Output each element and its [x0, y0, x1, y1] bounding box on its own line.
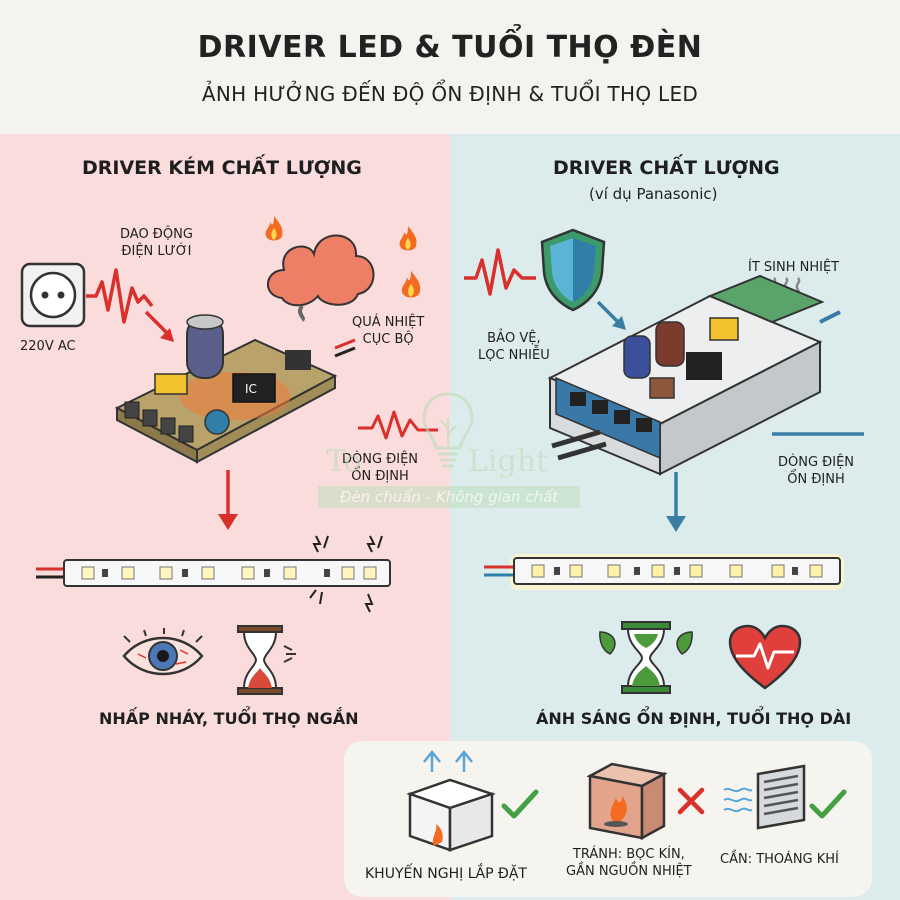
- unstable-current-label: DÒNG ĐIỆN ỔN ĐỊNH: [342, 452, 419, 484]
- quality-driver-heading: DRIVER CHẤT LƯỢNG: [553, 157, 780, 179]
- watermark-logo: To Light Đèn chuẩn - Không gian chất: [318, 388, 580, 516]
- quality-driver-box: [547, 274, 841, 476]
- overheat-label: QUÁ NHIỆT CỤC BỘ: [352, 315, 425, 347]
- vent-icon: [723, 764, 806, 830]
- input-wave-icon: [464, 248, 536, 296]
- page-title: DRIVER LED & TUỔI THỌ ĐÈN: [197, 30, 703, 65]
- grid-fluctuation-label: DAO ĐỘNG ĐIỆN LƯỚI: [120, 227, 193, 259]
- fire-icon: [265, 216, 283, 241]
- page-subtitle: ẢNH HƯỞNG ĐẾN ĐỘ ỔN ĐỊNH & TUỔI THỌ LED: [201, 82, 699, 106]
- socket-icon: [20, 262, 86, 328]
- smoke-icon: [267, 234, 375, 322]
- closed-box-fire-icon: [586, 762, 668, 841]
- open-box-icon: [406, 749, 496, 852]
- install-recommend-label: KHUYẾN NGHỊ LẮP ĐẶT: [365, 866, 527, 882]
- hourglass-icon: [237, 625, 296, 695]
- led-strip-stable: [484, 554, 844, 590]
- watermark-tagline: Đèn chuẩn - Không gian chất: [318, 486, 580, 508]
- install-need-label: CẦN: THOÁNG KHÍ: [720, 852, 839, 867]
- protection-label: BẢO VỆ, LỌC NHIỄU: [478, 331, 550, 363]
- watermark-brand-right: Light: [468, 444, 549, 479]
- down-arrow-icon: [666, 472, 686, 532]
- stable-current-line-icon: [772, 432, 864, 436]
- quality-driver-caption: ÁNH SÁNG ỔN ĐỊNH, TUỔI THỌ DÀI: [536, 709, 852, 728]
- cross-icon: [677, 787, 705, 815]
- poor-driver-caption: NHẤP NHÁY, TUỔI THỌ NGẮN: [99, 709, 359, 728]
- header: DRIVER LED & TUỔI THỌ ĐÈN ẢNH HƯỞNG ĐẾN …: [0, 0, 900, 134]
- socket-voltage-label: 220V AC: [20, 339, 76, 354]
- fire-icon: [401, 270, 421, 298]
- unstable-current-wave-icon: [358, 410, 438, 440]
- quality-driver-subheading: (ví dụ Panasonic): [589, 185, 718, 203]
- hourglass-icon: [599, 621, 693, 694]
- low-heat-label: ÍT SINH NHIỆT: [748, 260, 840, 275]
- check-icon: [501, 789, 539, 819]
- protection-arrow-icon: [596, 300, 626, 330]
- poor-driver-heading: DRIVER KÉM CHẤT LƯỢNG: [82, 157, 362, 179]
- down-arrow-icon: [218, 470, 238, 530]
- flicker-spark-icon: [309, 535, 383, 613]
- install-avoid-label: TRÁNH: BỌC KÍN, GẦN NGUỒN NHIỆT: [566, 847, 692, 879]
- grid-wave-icon: [86, 268, 174, 342]
- stable-current-label: DÒNG ĐIỆN ỔN ĐỊNH: [778, 455, 855, 487]
- check-icon: [809, 789, 847, 819]
- ic-chip-label: IC: [245, 382, 257, 396]
- heart-pulse-icon: [728, 624, 802, 690]
- fire-icon: [399, 226, 417, 251]
- lightbulb-icon: [422, 392, 474, 468]
- eye-icon: [122, 628, 204, 676]
- shield-icon: [540, 228, 606, 312]
- poor-driver-board: IC: [114, 314, 356, 464]
- led-strip-flicker: [36, 559, 391, 587]
- watermark-brand-left: To: [326, 444, 362, 479]
